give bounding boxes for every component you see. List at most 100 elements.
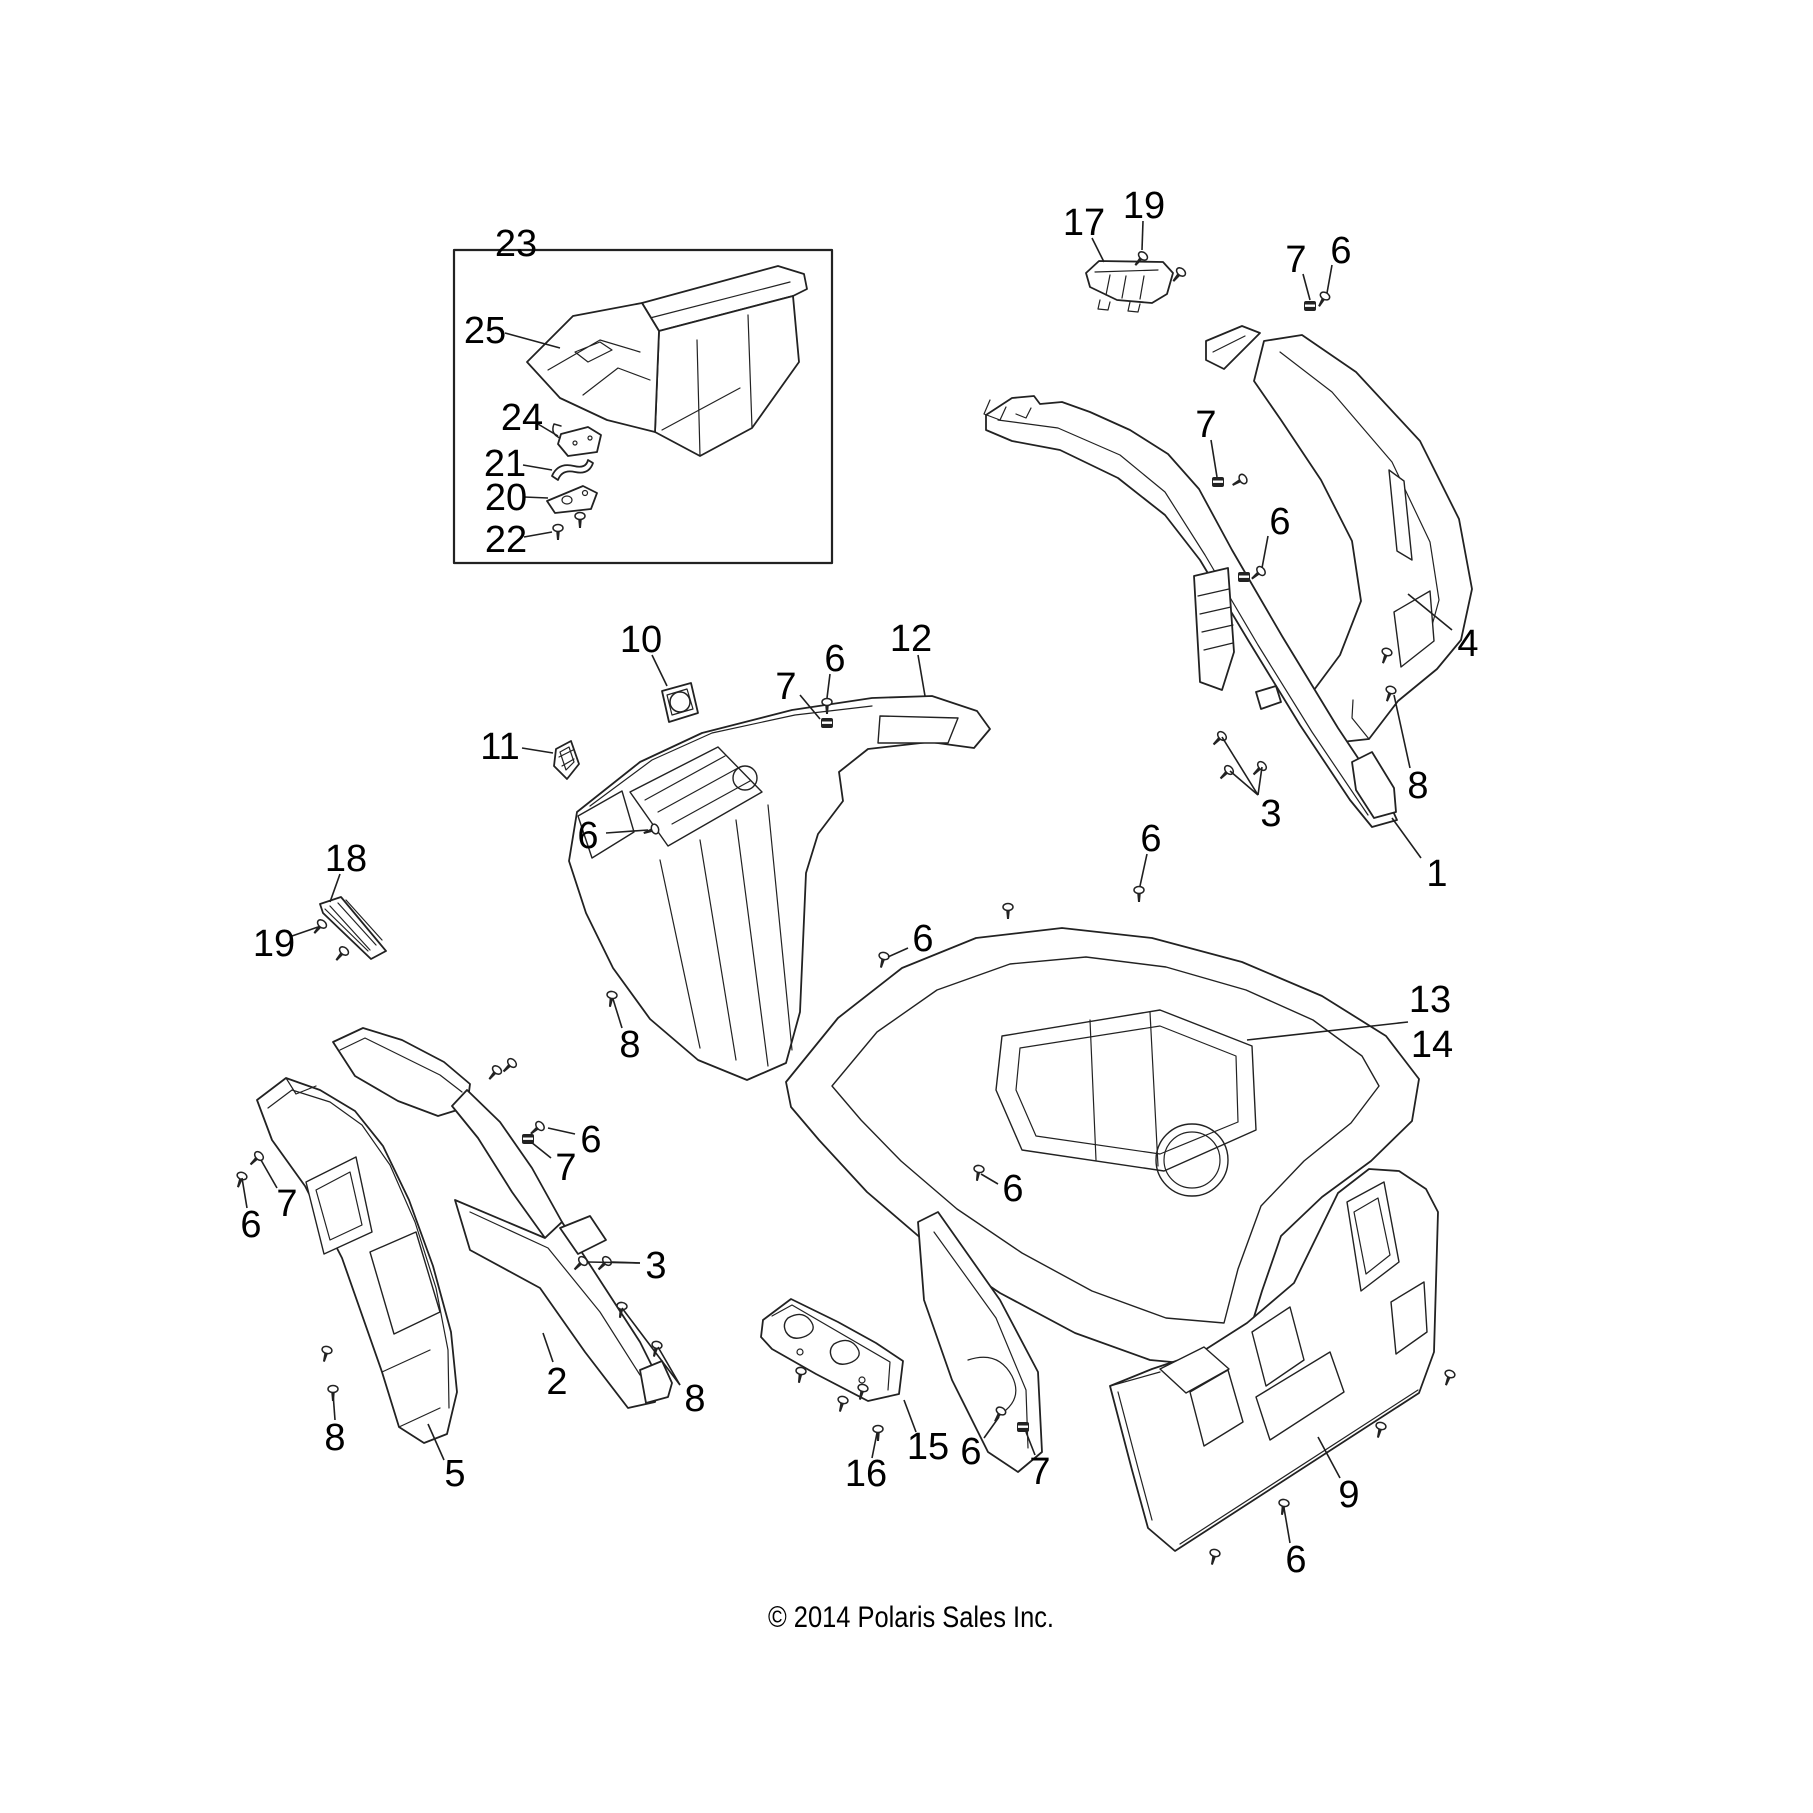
screw-icon	[1249, 759, 1269, 779]
leader-line	[799, 694, 821, 720]
part-18-vent-grille	[319, 896, 387, 960]
screw-icon	[1002, 902, 1014, 920]
leader-line	[980, 1173, 999, 1185]
leader-line	[427, 1423, 445, 1461]
screw-icon	[499, 1056, 519, 1076]
part-11-grommet	[553, 740, 580, 780]
leader-line	[1141, 220, 1144, 251]
callout-7: 7	[1285, 239, 1306, 281]
leader-line	[871, 1432, 878, 1459]
screw-icon	[875, 950, 891, 970]
callout-6: 6	[824, 638, 845, 680]
callout-6: 6	[912, 918, 933, 960]
leader-line	[887, 947, 909, 958]
leader-line	[651, 654, 668, 687]
callout-4: 4	[1457, 623, 1478, 665]
part-9-rear-panel	[1109, 1168, 1439, 1552]
callout-8: 8	[1407, 765, 1428, 807]
screw-icon	[1276, 1497, 1291, 1517]
part-1-bed-side-rail	[983, 395, 1398, 828]
leader-line	[903, 1399, 917, 1433]
callout-6: 6	[1285, 1539, 1306, 1581]
callout-14: 14	[1411, 1024, 1453, 1066]
leader-line	[241, 1177, 248, 1209]
callout-6: 6	[580, 1119, 601, 1161]
callout-1: 1	[1426, 853, 1447, 895]
screw-icon	[246, 1149, 266, 1169]
callout-6: 6	[1269, 501, 1290, 543]
part-15-license-bracket	[760, 1298, 904, 1402]
screw-icon	[1206, 1547, 1222, 1567]
leader-line	[522, 464, 553, 471]
leader-line	[523, 531, 553, 538]
callout-3: 3	[1260, 793, 1281, 835]
leader-line	[1326, 264, 1333, 294]
callout-23: 23	[495, 223, 537, 265]
callout-7: 7	[1029, 1451, 1050, 1493]
part-13-rear-cargo-box	[785, 927, 1420, 1473]
callout-20: 20	[485, 477, 527, 519]
part-24-latch	[552, 423, 602, 457]
clip-nut-icon	[1238, 572, 1250, 582]
leader-line	[605, 829, 649, 834]
callout-8: 8	[619, 1024, 640, 1066]
callout-8: 8	[684, 1378, 705, 1420]
screw-icon	[232, 1170, 249, 1190]
screw-icon	[318, 1344, 334, 1364]
leader-line	[332, 1392, 336, 1421]
clip-nut-icon	[1017, 1422, 1029, 1432]
leader-line	[983, 1416, 1000, 1439]
leader-line	[547, 1127, 576, 1135]
leader-line	[1221, 736, 1259, 796]
callout-25: 25	[464, 310, 506, 352]
leader-line	[530, 1141, 552, 1159]
leader-line	[1257, 766, 1263, 796]
callout-6: 6	[240, 1204, 261, 1246]
screw-icon	[1133, 885, 1145, 903]
leader-line	[1283, 1507, 1291, 1544]
leader-line	[329, 873, 341, 903]
callout-7: 7	[775, 666, 796, 708]
callout-12: 12	[890, 618, 932, 660]
screw-icon	[648, 1339, 664, 1359]
leader-line	[917, 654, 926, 697]
leader-line	[521, 747, 554, 754]
leader-line	[504, 332, 561, 349]
leader-line	[260, 1159, 278, 1189]
screw-icon	[1372, 1420, 1388, 1440]
leader-line	[1393, 694, 1411, 769]
screw-icon	[552, 523, 564, 541]
callout-24: 24	[501, 397, 543, 439]
leader-line	[1091, 237, 1105, 263]
screw-icon	[872, 1424, 884, 1442]
leader-line	[523, 496, 549, 499]
callout-6: 6	[1002, 1168, 1023, 1210]
screw-icon	[594, 1254, 614, 1274]
copyright-text: © 2014 Polaris Sales Inc.	[768, 1601, 1054, 1634]
callout-6: 6	[577, 815, 598, 857]
clip-nut-icon	[1212, 477, 1224, 487]
screw-icon	[1229, 472, 1250, 491]
callout-19: 19	[1123, 185, 1165, 227]
part-10-square-bezel	[661, 682, 699, 723]
part-2-left-bed-rail-cover	[332, 1027, 673, 1409]
leader-line	[1210, 439, 1218, 478]
leader-line	[1229, 770, 1259, 796]
screw-icon	[574, 511, 586, 529]
screw-icon	[834, 1394, 850, 1414]
callout-11: 11	[480, 726, 519, 768]
part-25-storage-tray	[526, 265, 808, 457]
callout-10: 10	[620, 619, 662, 661]
callout-19: 19	[253, 923, 295, 965]
part-5-left-fender-flare	[256, 1077, 458, 1444]
leader-line	[1317, 1436, 1341, 1479]
clip-nut-icon	[821, 718, 833, 728]
leader-line	[1261, 535, 1269, 569]
callout-22: 22	[485, 519, 527, 561]
callout-15: 15	[907, 1426, 949, 1468]
leader-line	[1407, 593, 1453, 631]
leader-line	[542, 1332, 554, 1363]
clip-nut-icon	[1304, 301, 1316, 311]
part-17-vent-grille	[1085, 260, 1174, 313]
